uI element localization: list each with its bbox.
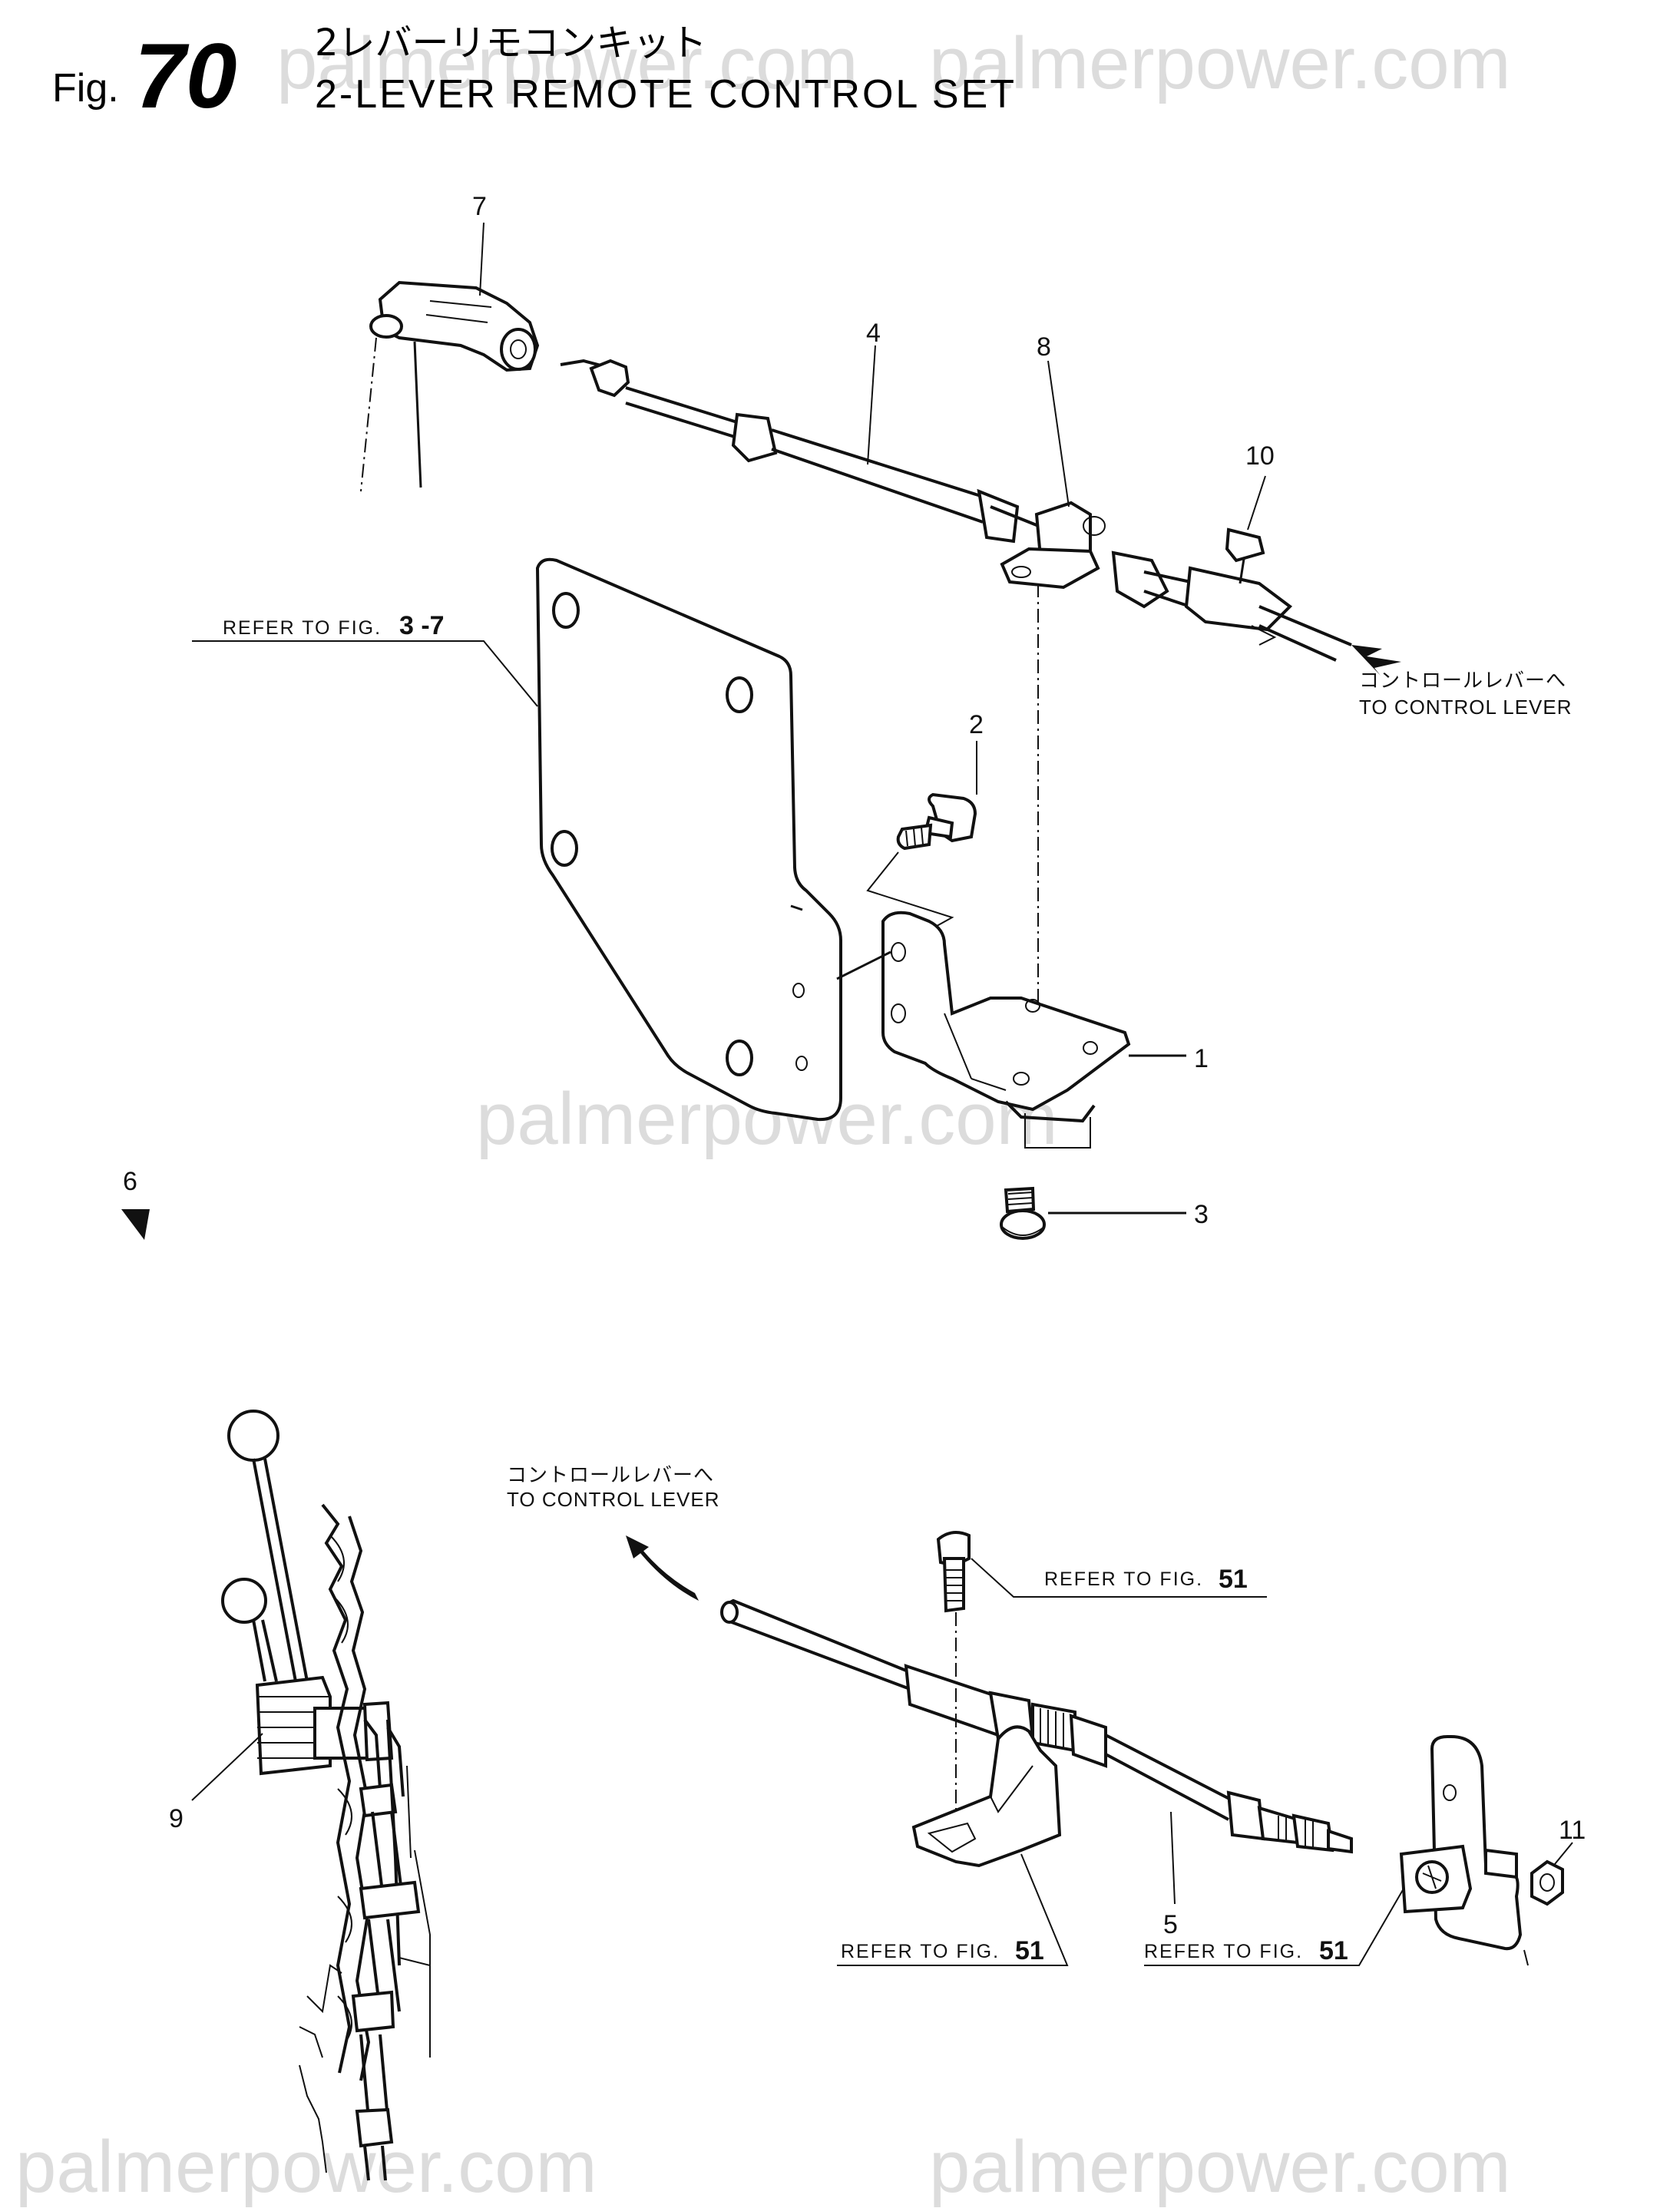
direction-bottom-en: TO CONTROL LEVER	[507, 1488, 720, 1511]
callout-10: 10	[1245, 441, 1275, 471]
fig-number: 70	[134, 25, 236, 127]
part-3-screw	[1000, 1186, 1046, 1240]
part-8-cable-clamp	[1000, 501, 1106, 1083]
arrow-to-control-lever-top	[1351, 645, 1401, 676]
leader-9	[191, 1733, 263, 1801]
ref-bracket-text: REFER TO FIG.	[841, 1941, 1000, 1962]
bracket-bolt-bracket	[1024, 1113, 1091, 1149]
watermark-bottom-right: palmerpower.com	[929, 2126, 1511, 2208]
ref-bolt-leader	[971, 1558, 1267, 1598]
ref-bolt-text: REFER TO FIG.	[1044, 1568, 1203, 1590]
callout-2: 2	[969, 710, 984, 739]
mounting-panel	[299, 1503, 371, 2173]
ref-plate-num: 51	[1319, 1936, 1348, 1965]
direction-arrow-6	[121, 1209, 150, 1240]
part-11-nut	[1530, 1859, 1564, 1906]
leader-11	[1554, 1842, 1573, 1865]
title-english: 2-LEVER REMOTE CONTROL SET	[315, 72, 1017, 117]
ref-plate-leader	[1144, 1888, 1404, 1966]
fig-prefix: Fig.	[52, 66, 119, 111]
ref-bracket-leader	[837, 1853, 1069, 1966]
clamp-plate-bottom	[1399, 1735, 1529, 1966]
leader-7	[479, 222, 484, 296]
callout-9: 9	[169, 1804, 184, 1833]
callout-5: 5	[1163, 1910, 1178, 1939]
cable-bracket-bottom	[911, 1725, 1062, 1868]
leader-5	[1170, 1811, 1176, 1905]
part-9-control-lever	[221, 1410, 394, 1776]
lever-cable-assembly	[299, 1718, 431, 2181]
direction-top-jp: コントロールレバーへ	[1359, 669, 1566, 692]
arrow-to-control-lever-bottom	[630, 1539, 699, 1601]
leader-8	[1047, 360, 1070, 507]
callout-4: 4	[866, 319, 881, 348]
watermark-top-right: palmerpower.com	[929, 22, 1511, 104]
plate-to-bracket-line	[836, 950, 891, 980]
part-5-cable	[720, 1598, 1353, 1854]
ref-plate-text: REFER TO FIG.	[1144, 1941, 1303, 1962]
ref-top-plate-leader	[192, 640, 538, 707]
title-japanese: 2レバーリモコンキット	[315, 21, 707, 64]
watermark-bottom-left: palmerpower.com	[15, 2126, 597, 2208]
watermark-top-left: palmerpower.com	[276, 22, 858, 104]
part-2-bolt	[896, 792, 977, 851]
callout-6: 6	[123, 1167, 137, 1196]
callout-3: 3	[1194, 1200, 1209, 1229]
part-7-clevis	[360, 280, 540, 492]
part-4-cable	[560, 359, 1068, 544]
leader-10	[1247, 475, 1266, 531]
callout-8: 8	[1037, 332, 1051, 362]
direction-top-en: TO CONTROL LEVER	[1359, 696, 1573, 719]
part-10-clamp	[1111, 527, 1352, 662]
direction-bottom-jp: コントロールレバーへ	[507, 1463, 714, 1486]
callout-7: 7	[472, 192, 487, 221]
callout-1: 1	[1194, 1044, 1209, 1073]
ref-top-plate-text: REFER TO FIG.	[223, 617, 382, 639]
part-bolt-bottom	[936, 1531, 971, 1812]
ref-bracket-num: 51	[1015, 1936, 1044, 1965]
part-1-bracket	[881, 911, 1131, 1123]
ref-top-plate-num: 3 -7	[399, 611, 445, 640]
ref-bolt-num: 51	[1219, 1565, 1248, 1594]
mounting-plate	[535, 557, 842, 1122]
leader-4	[867, 345, 876, 465]
figure-header: Fig. 70 2レバーリモコンキット 2-LEVER REMOTE CONTR…	[52, 21, 1017, 127]
callout-11: 11	[1559, 1816, 1586, 1845]
